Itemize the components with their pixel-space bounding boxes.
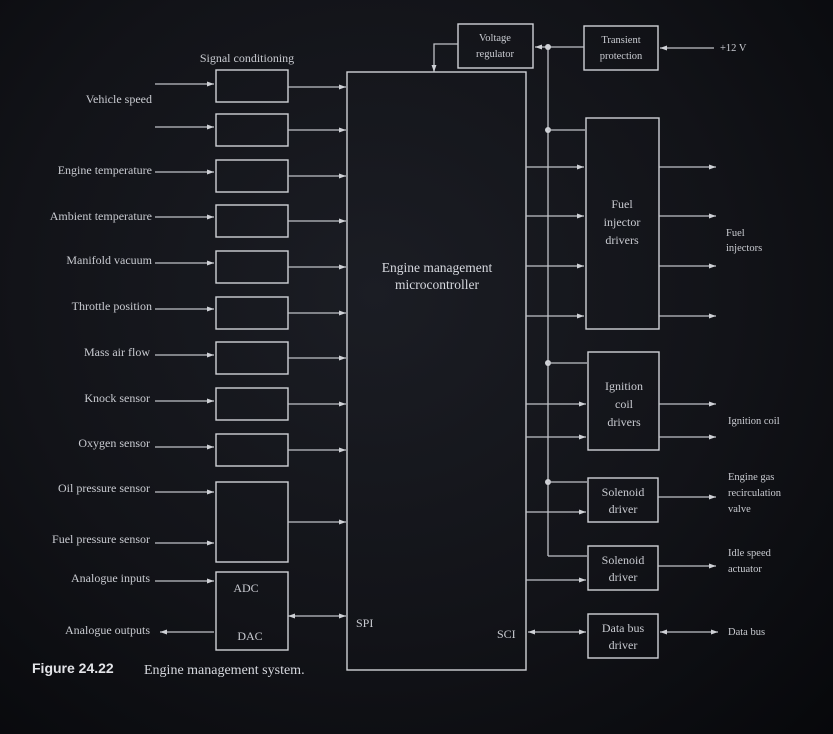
input-label-manifold-vacuum: Manifold vacuum (66, 253, 152, 267)
voltage-regulator-block (457, 23, 534, 69)
sc-block-10 (215, 481, 289, 563)
mcu-to-ignition-arrows (526, 401, 586, 440)
egr-line2: recirculation (728, 488, 782, 499)
transient-protection-line2: protection (600, 51, 643, 62)
ignition-drivers-line1: Ignition (605, 379, 643, 393)
input-label-knock-sensor: Knock sensor (84, 391, 150, 405)
input-labels: Vehicle speed Engine temperature Ambient… (50, 92, 153, 637)
fuel-injectors-line1: Fuel (726, 228, 745, 239)
power-junction-top (545, 44, 551, 50)
fuel-injector-drivers-block (585, 117, 660, 330)
egr-line3: valve (728, 504, 751, 515)
fuel-drivers-line3: drivers (605, 233, 639, 247)
fuel-injectors-line2: injectors (726, 243, 762, 254)
sc-block-9 (215, 433, 289, 467)
mcu-label-line1: Engine management (382, 260, 493, 275)
adc-label: ADC (233, 581, 258, 595)
data-bus-driver-line1: Data bus (602, 621, 645, 635)
ignition-coil-label: Ignition coil (728, 416, 780, 427)
regulator-to-mcu-arrow (431, 43, 458, 72)
input-label-oil-pressure-sensor: Oil pressure sensor (58, 481, 150, 495)
voltage-regulator-line1: Voltage (479, 33, 511, 44)
solenoid-driver-2-block (587, 545, 659, 591)
adc-dac-block (215, 571, 289, 651)
signal-conditioning-blocks (215, 69, 289, 563)
sc-block-5 (215, 250, 289, 284)
sc-block-3 (215, 159, 289, 193)
idle-actuator-line2: actuator (728, 564, 762, 575)
dac-label: DAC (237, 629, 262, 643)
sc-block-1 (215, 69, 289, 103)
data-bus-driver-line2: driver (609, 638, 638, 652)
engine-management-microcontroller (346, 71, 527, 671)
input-arrows (155, 81, 214, 635)
solenoid-1-line1: Solenoid (602, 485, 645, 499)
solenoid-2-line2: driver (609, 570, 638, 584)
signal-conditioning-label: Signal conditioning (200, 51, 294, 65)
input-label-oxygen-sensor: Oxygen sensor (78, 436, 150, 450)
egr-line1: Engine gas (728, 472, 774, 483)
fuel-drivers-line2: injector (604, 215, 641, 229)
supply-label: +12 V (720, 43, 747, 54)
sc-block-6 (215, 296, 289, 330)
fuel-drivers-line1: Fuel (611, 197, 633, 211)
data-bus-driver-block (587, 613, 659, 659)
input-label-throttle-position: Throttle position (72, 299, 152, 313)
spi-port-label: SPI (356, 616, 373, 630)
sc-block-8 (215, 387, 289, 421)
sc-block-7 (215, 341, 289, 375)
idle-actuator-line1: Idle speed (728, 548, 772, 559)
voltage-regulator-line2: regulator (476, 49, 514, 60)
solenoid-driver-1-block (587, 477, 659, 523)
conditioning-to-mcu-arrows (288, 84, 346, 619)
transient-protection-line1: Transient (601, 35, 640, 46)
solenoid-2-line1: Solenoid (602, 553, 645, 567)
input-label-engine-temperature: Engine temperature (58, 163, 152, 177)
input-label-mass-air-flow: Mass air flow (84, 345, 150, 359)
transient-protection-block (583, 25, 659, 71)
ignition-drivers-line2: coil (615, 397, 634, 411)
fuel-output-arrows (659, 164, 716, 319)
sc-block-2 (215, 113, 289, 147)
input-label-vehicle-speed: Vehicle speed (86, 92, 152, 106)
input-label-analogue-inputs: Analogue inputs (71, 571, 150, 585)
input-label-ambient-temperature: Ambient temperature (50, 209, 152, 223)
mcu-to-fuel-arrows (526, 164, 584, 319)
figure-caption: Engine management system. (144, 663, 305, 678)
ignition-output-arrows (659, 401, 716, 440)
ignition-drivers-line3: drivers (607, 415, 641, 429)
figure-number: Figure 24.22 (32, 660, 114, 676)
mcu-label-line2: microcontroller (395, 277, 479, 292)
sci-port-label: SCI (497, 627, 516, 641)
ignition-coil-drivers-block (587, 351, 660, 451)
sc-block-4 (215, 204, 289, 238)
output-label-analogue-outputs: Analogue outputs (65, 623, 150, 637)
solenoid-1-line2: driver (609, 502, 638, 516)
data-bus-label: Data bus (728, 627, 765, 638)
input-label-fuel-pressure-sensor: Fuel pressure sensor (52, 532, 150, 546)
